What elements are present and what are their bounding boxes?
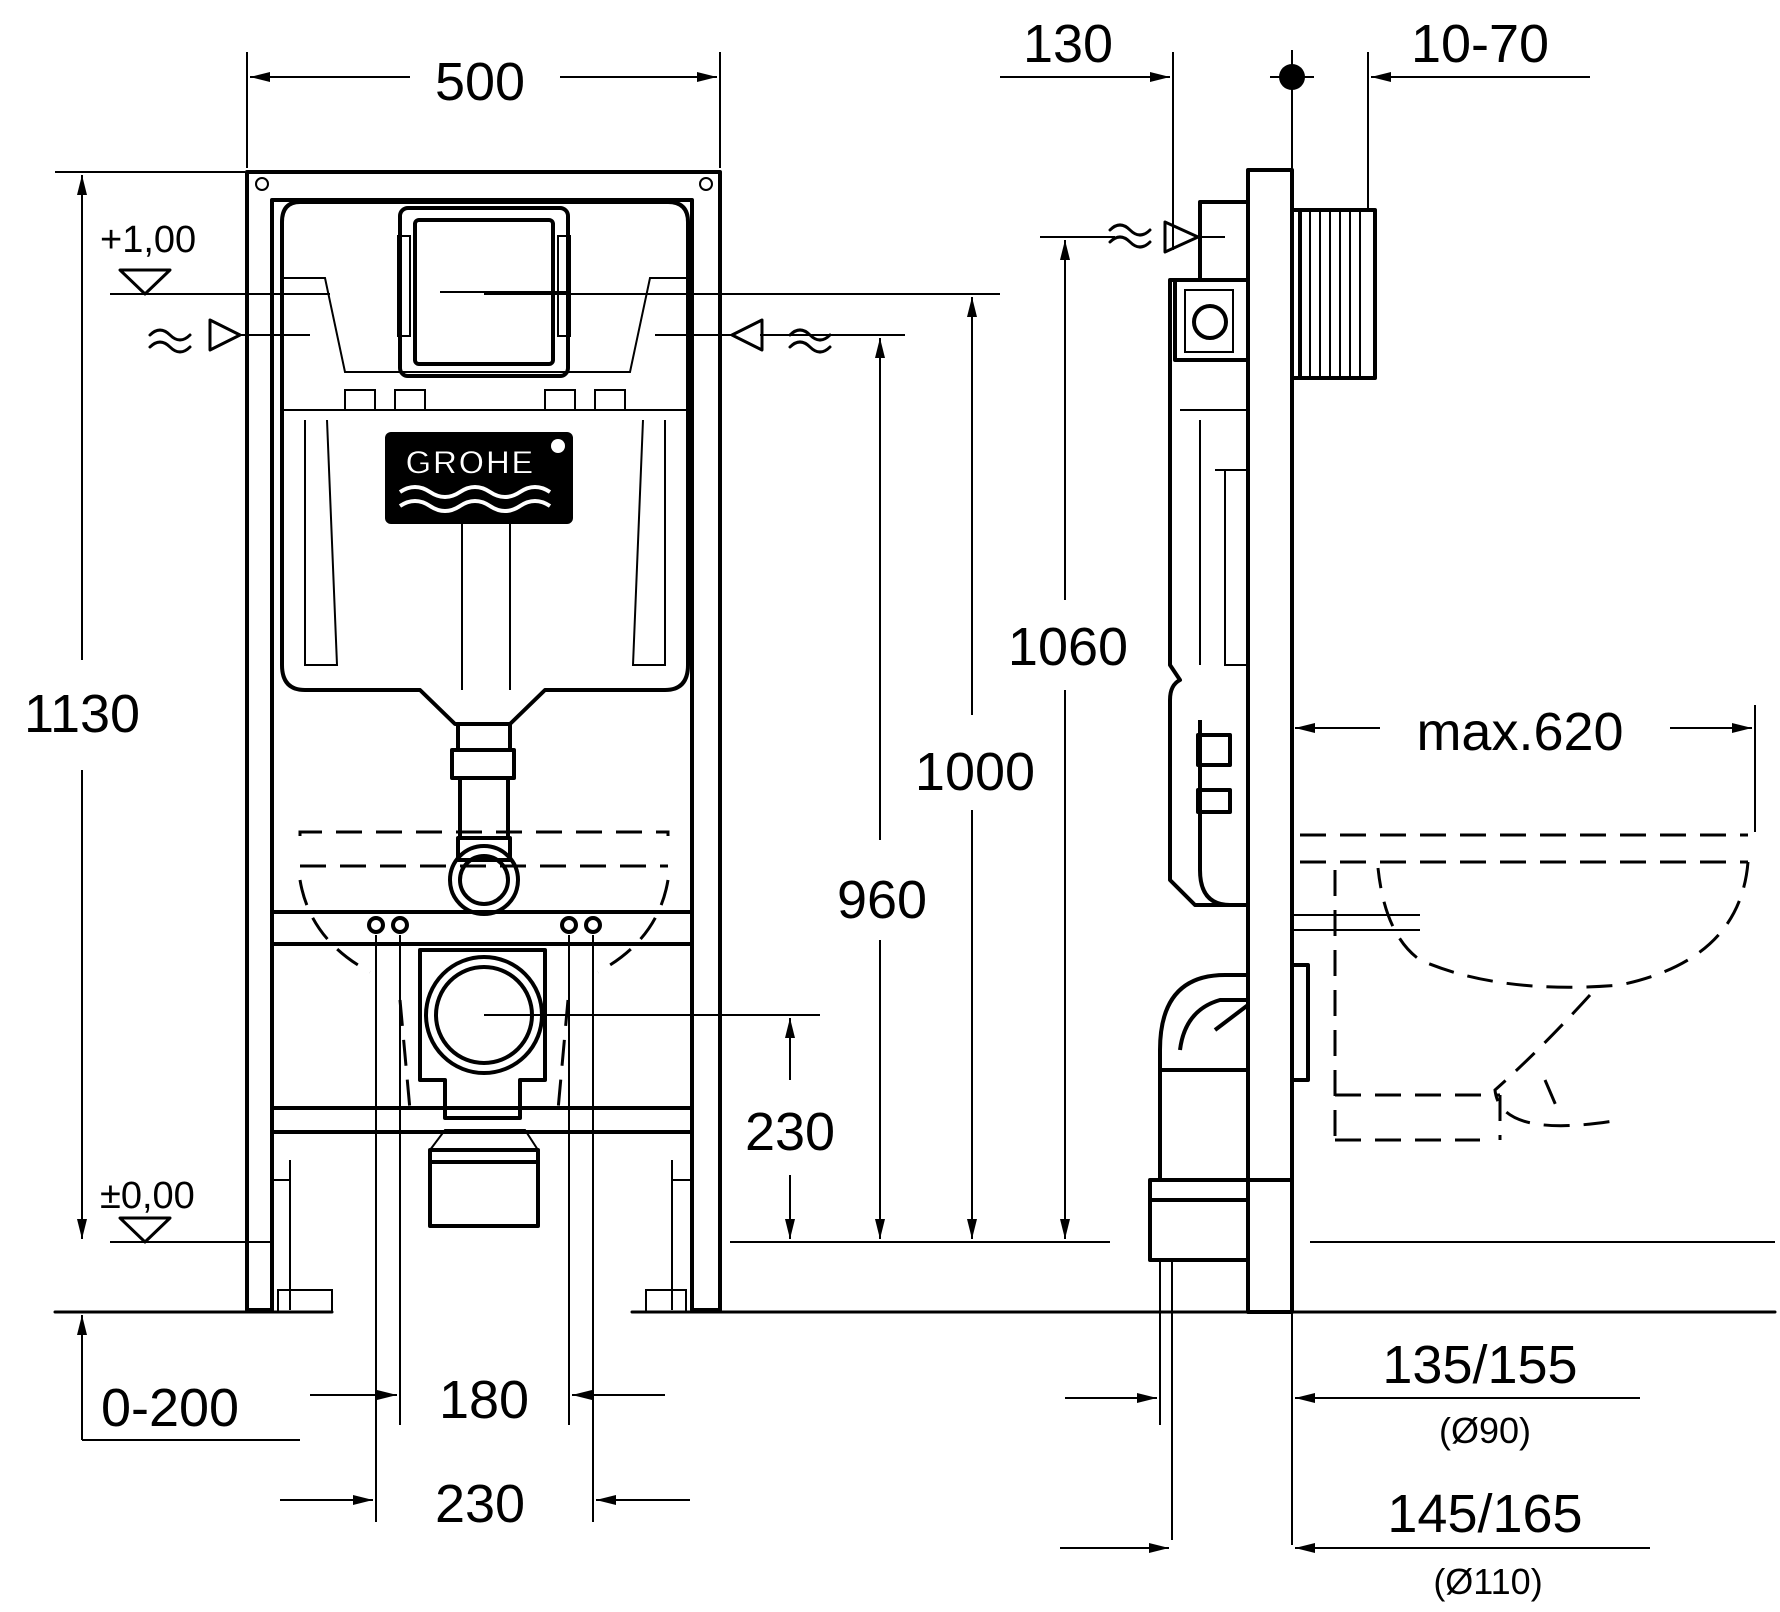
total-height-label: 1130 [24, 684, 140, 744]
front-water-inlets [148, 318, 832, 354]
leg-adjust-label: 0-200 [101, 1378, 239, 1438]
side-water-inlet [1108, 220, 1225, 254]
center-axis [1270, 50, 1314, 172]
dim-fixing-180: 180 [310, 935, 665, 1430]
dim-fixing-230: 230 [280, 1425, 690, 1534]
side-flush-button [1292, 208, 1377, 380]
dim-max-620: max.620 [1295, 702, 1756, 832]
flush-button-opening [397, 206, 571, 378]
dim-1000: 1000 [484, 293, 1035, 1239]
height-1000-label: 1000 [915, 742, 1035, 802]
dim-1060: 1060 [1008, 236, 1128, 1239]
dim-outlet-height: 230 [484, 1014, 835, 1239]
dim-960: 960 [760, 334, 927, 1239]
front-wc-outline [298, 830, 670, 1111]
dim-leg-adjust: 0-200 [77, 1315, 300, 1441]
dim-total-height: 1130 [24, 171, 245, 1239]
height-960-label: 960 [837, 870, 927, 930]
pipe-110-diameter: (Ø110) [1433, 1561, 1542, 1602]
depth-130-label: 130 [1023, 14, 1113, 74]
level-floor: ±0,00 [100, 1175, 195, 1244]
dim-depth-130: 130 [1000, 14, 1174, 250]
reference-level-label: +1,00 [100, 219, 196, 261]
fixing-180-label: 180 [439, 1370, 529, 1430]
fixing-230-label: 230 [435, 1474, 525, 1534]
floor-lines [53, 1241, 1777, 1314]
side-frame [1148, 168, 1420, 1540]
pipe-90-label: 135/155 [1382, 1335, 1577, 1395]
dim-button-10-70: 10-70 [1367, 14, 1590, 208]
dim-pipe-110: 145/165 (Ø110) [1060, 1484, 1650, 1602]
dim-width: 500 [246, 52, 721, 168]
fixing-bolts [367, 916, 602, 934]
max-620-label: max.620 [1416, 702, 1623, 762]
outlet-height-label: 230 [745, 1102, 835, 1162]
level-reference: +1,00 [100, 219, 330, 296]
dim-pipe-90: 135/155 (Ø90) [1065, 1312, 1640, 1545]
button-10-70-label: 10-70 [1411, 14, 1549, 74]
brand-logo: GROHE [385, 432, 573, 524]
width-label: 500 [435, 52, 525, 112]
front-frame [245, 170, 722, 1313]
floor-level-label: ±0,00 [100, 1175, 195, 1217]
pipe-90-diameter: (Ø90) [1439, 1410, 1531, 1451]
front-drain-pipe [418, 724, 547, 1228]
svg-text:GROHE: GROHE [405, 444, 535, 482]
pipe-110-label: 145/165 [1387, 1484, 1582, 1544]
side-wc-outline [1300, 833, 1750, 1142]
height-1060-label: 1060 [1008, 617, 1128, 677]
